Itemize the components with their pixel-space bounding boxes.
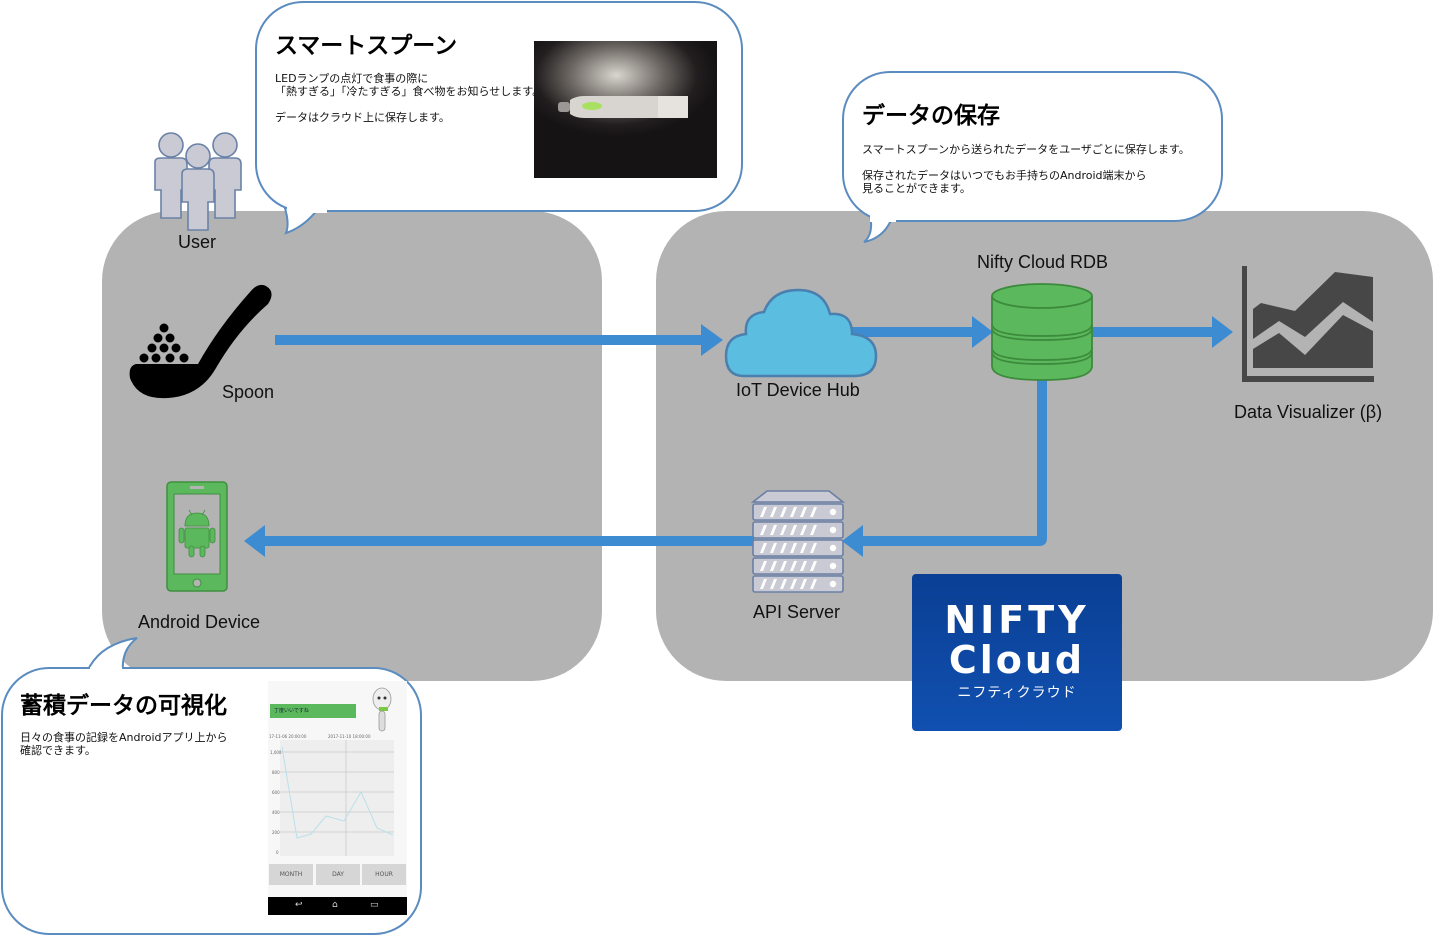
day-button[interactable]: DAY (316, 864, 360, 885)
bubble-tail (86, 637, 138, 673)
recents-icon[interactable]: ▭ (370, 900, 379, 910)
y-tick: 1,000 (270, 750, 282, 755)
logo-line-2: Cloud (948, 638, 1086, 682)
smart-spoon-title: スマートスプーン (275, 33, 458, 59)
arrow-head-api (842, 525, 863, 557)
app-line-chart (280, 740, 394, 856)
visualization-title: 蓄積データの可視化 (20, 693, 227, 719)
arrow-head-android (244, 525, 265, 557)
android-nav-bar: ↩ ⌂ ▭ (268, 897, 407, 915)
android-robot-icon (178, 509, 216, 558)
users-icon (154, 132, 242, 231)
api-server-label: API Server (753, 602, 841, 622)
database-icon (991, 283, 1093, 381)
back-icon[interactable]: ↩ (295, 900, 303, 910)
y-tick: 600 (272, 790, 280, 795)
android-device-label: Android Device (138, 612, 261, 632)
visualization-description: 日々の食事の記録をAndroidアプリ上から 確認できます。 (20, 731, 228, 757)
y-tick: 800 (272, 770, 280, 775)
data-storage-description: スマートスプーンから送られたデータをユーザごとに保存します。 保存されたデータは… (862, 143, 1190, 195)
spoon-mascot-icon (372, 687, 392, 732)
arrow-rdb-to-api (860, 375, 1047, 546)
home-icon[interactable]: ⌂ (332, 900, 338, 910)
arrow-api-to-android (262, 536, 754, 546)
arrow-rdb-to-visualizer (1090, 327, 1215, 337)
y-tick: 0 (276, 850, 279, 855)
logo-line-3: ニフティクラウド (957, 685, 1077, 701)
area-chart-icon (1242, 266, 1374, 382)
spoon-label: Spoon (222, 382, 275, 402)
cloud-icon (724, 288, 878, 378)
arrow-hub-to-rdb (850, 327, 975, 337)
server-icon (750, 490, 846, 593)
data-storage-title: データの保存 (862, 103, 1000, 129)
arrow-head-rdb (972, 316, 993, 348)
rdb-label: Nifty Cloud RDB (977, 252, 1109, 272)
android-phone-icon (166, 481, 228, 592)
month-button[interactable]: MONTH (269, 864, 313, 885)
arrow-head-visualizer (1212, 316, 1233, 348)
smart-spoon-description: LEDランプの点灯で食事の際に 「熱すぎる」「冷たすぎる」食べ物をお知らせします… (275, 72, 544, 124)
user-label: User (178, 232, 217, 252)
y-tick: 200 (272, 830, 280, 835)
arrow-head-hub (701, 324, 723, 356)
hour-button[interactable]: HOUR (362, 864, 406, 885)
android-app-screenshot: 丁度いいですね 17-11-06 20:00:00 2017-11-10 18:… (268, 681, 407, 915)
nifty-cloud-logo: NIFTY Cloud ニフティクラウド (912, 574, 1122, 731)
y-tick: 400 (272, 810, 280, 815)
visualizer-label: Data Visualizer (β) (1234, 402, 1383, 422)
spoon-icon (129, 284, 272, 399)
logo-line-1: NIFTY (944, 598, 1090, 642)
iot-hub-label: IoT Device Hub (736, 380, 860, 400)
app-status-message: 丁度いいですね (270, 704, 356, 718)
device-group-panel (102, 211, 602, 681)
smart-spoon-photo (534, 41, 717, 178)
arrow-spoon-to-hub (275, 335, 703, 345)
